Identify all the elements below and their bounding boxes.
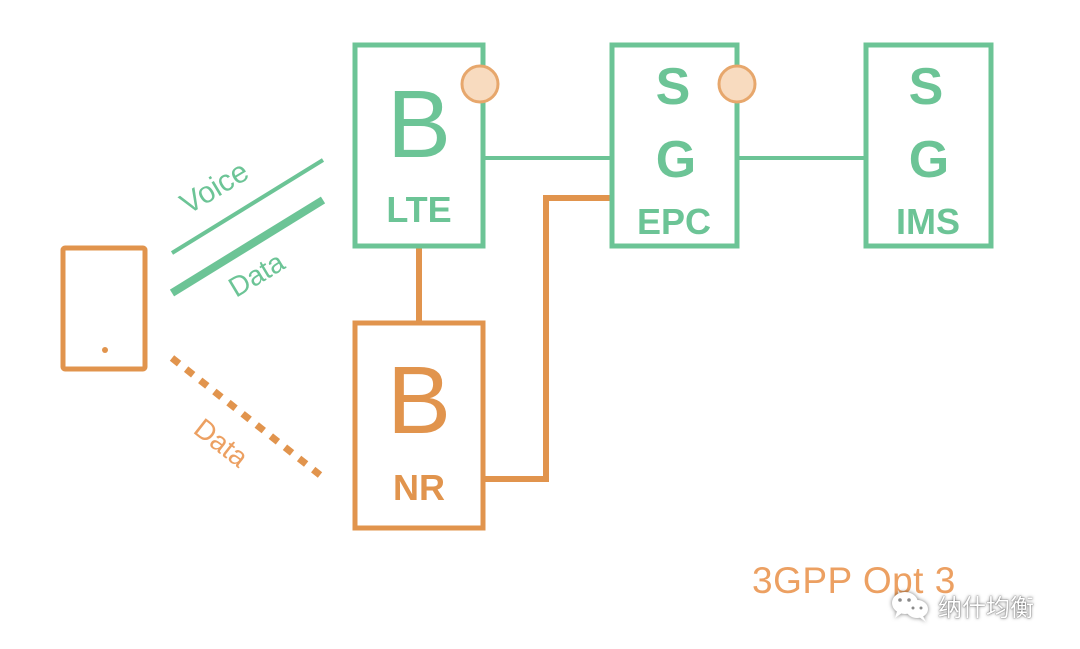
ims-node: S G IMS bbox=[863, 42, 994, 249]
epc-antenna-icon bbox=[717, 64, 757, 104]
nr-box bbox=[352, 320, 486, 531]
lte-letter: B bbox=[387, 71, 451, 178]
epc-letter-g: G bbox=[656, 131, 696, 189]
nr-node: B NR bbox=[352, 320, 486, 531]
lte-antenna-icon bbox=[460, 64, 500, 104]
phone-home-dot bbox=[102, 347, 108, 353]
watermark-text: 纳什均衡 bbox=[938, 594, 1034, 622]
wechat-icon bbox=[892, 591, 928, 622]
nr-epc-link bbox=[483, 195, 612, 482]
nr-letter: B bbox=[387, 347, 451, 454]
nr-data-link bbox=[169, 355, 323, 478]
lte-data-link bbox=[169, 196, 326, 297]
ims-letter-s: S bbox=[909, 58, 944, 116]
voice-link bbox=[170, 158, 325, 255]
epc-node: S G EPC bbox=[609, 42, 757, 249]
epc-box bbox=[609, 42, 740, 249]
epc-letter-s: S bbox=[656, 58, 691, 116]
watermark: 纳什均衡 bbox=[890, 588, 1034, 623]
phone-device bbox=[60, 245, 148, 372]
nr-data-label: Data bbox=[188, 412, 254, 473]
lte-node: B LTE bbox=[352, 42, 500, 249]
nr-label: NR bbox=[393, 467, 445, 508]
ims-letter-g: G bbox=[909, 131, 949, 189]
diagram-caption: 3GPP Opt 3 bbox=[752, 560, 956, 601]
ims-box bbox=[863, 42, 994, 249]
epc-label: EPC bbox=[637, 201, 711, 242]
lte-label: LTE bbox=[386, 189, 451, 230]
ims-label: IMS bbox=[896, 201, 960, 242]
